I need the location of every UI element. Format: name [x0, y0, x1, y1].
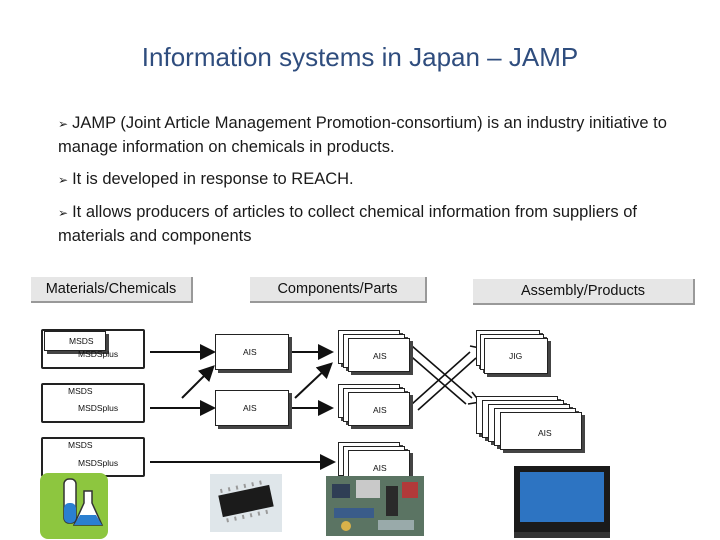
bullet-item: ➢It allows producers of articles to coll…	[58, 203, 637, 245]
arrow-diag-up2	[294, 362, 333, 399]
cross-arrows	[405, 345, 482, 411]
flask-icon	[40, 473, 108, 539]
msdsplus-label: MSDSplus	[78, 458, 119, 468]
materials-header: Materials/Chemicals	[31, 277, 193, 303]
bullet-item: ➢It is developed in response to REACH.	[58, 170, 354, 188]
ais-doc: AIS	[500, 412, 582, 450]
bullet-item: ➢JAMP (Joint Article Management Promotio…	[58, 114, 667, 156]
msdsplus-label: MSDSplus	[78, 403, 119, 413]
ais-doc: AIS	[348, 338, 410, 372]
assembly-header: Assembly/Products	[473, 279, 695, 305]
circuit-board-icon	[326, 476, 424, 536]
monitor-icon	[514, 466, 610, 538]
arrow-diag-up	[181, 365, 215, 399]
msdsplus-label: MSDSplus	[78, 349, 119, 359]
arrow-bullet-icon: ➢	[58, 206, 69, 220]
components-header: Components/Parts	[250, 277, 427, 303]
msds-label: MSDS	[68, 440, 93, 450]
ais-doc: AIS	[215, 390, 289, 426]
jig-doc: JIG	[484, 338, 548, 374]
arrow-bullet-icon: ➢	[58, 117, 69, 131]
msds-doc: MSDS	[44, 331, 106, 351]
msds-label: MSDS	[68, 386, 93, 396]
msds-stack-3	[41, 437, 145, 477]
ais-doc: AIS	[215, 334, 289, 370]
slide-title: Information systems in Japan – JAMP	[141, 42, 579, 72]
ais-doc: AIS	[348, 392, 410, 426]
arrow-bullet-icon: ➢	[58, 173, 69, 187]
chip-icon	[210, 474, 282, 532]
bullet-list: ➢JAMP (Joint Article Management Promotio…	[58, 112, 668, 257]
msds-stack-2	[41, 383, 145, 423]
